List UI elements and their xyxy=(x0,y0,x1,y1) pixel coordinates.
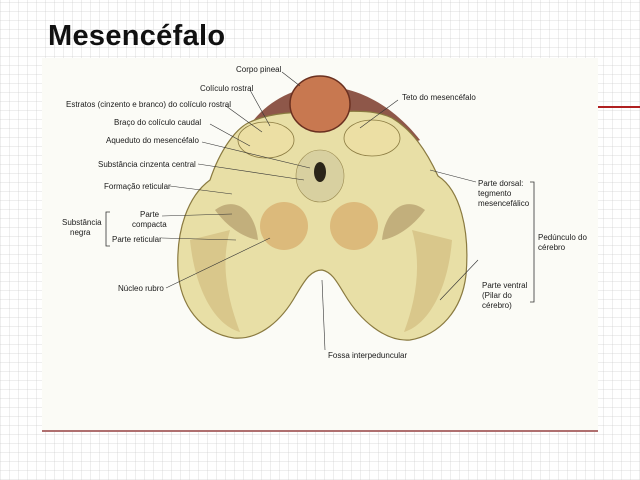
interpeduncular-fossa xyxy=(310,275,332,297)
label-parte-ventral-1: Parte ventral xyxy=(482,281,528,290)
label-parte-dorsal-2: tegmento xyxy=(478,189,512,198)
label-parte-compacta-1: Parte xyxy=(140,210,160,219)
leader-lines xyxy=(161,71,479,351)
right-peduncle-shade xyxy=(404,230,452,332)
label-parte-reticular: Parte reticular xyxy=(112,235,162,244)
label-fossa: Fossa interpeduncular xyxy=(328,351,407,360)
label-pedunculo-1: Pedúnculo do xyxy=(538,233,587,242)
label-braco-coliculo: Braço do colículo caudal xyxy=(114,118,201,127)
aqueduct xyxy=(314,162,326,182)
label-substancia-cinzenta: Substância cinzenta central xyxy=(98,160,196,169)
figure-bottom-rule xyxy=(42,430,598,432)
label-aqueduto: Aqueduto do mesencéfalo xyxy=(106,136,200,145)
label-nucleo-rubro: Núcleo rubro xyxy=(118,284,164,293)
label-parte-dorsal-1: Parte dorsal: xyxy=(478,179,523,188)
label-parte-ventral-3: cérebro) xyxy=(482,301,512,310)
label-coliculo-rostral: Colículo rostral xyxy=(200,84,254,93)
slide-title: Mesencéfalo xyxy=(48,20,226,52)
label-parte-compacta-2: compacta xyxy=(132,220,167,229)
label-substancia-negra-2: negra xyxy=(70,228,91,237)
red-nucleus-left xyxy=(260,202,308,250)
red-nucleus-right xyxy=(330,202,378,250)
label-pedunculo-2: cérebro xyxy=(538,243,566,252)
label-formacao-reticular: Formação reticular xyxy=(104,182,171,191)
label-substancia-negra-1: Substância xyxy=(62,218,102,227)
label-teto: Teto do mesencéfalo xyxy=(402,93,476,102)
tectum-band xyxy=(238,86,420,152)
label-corpo-pineal: Corpo pineal xyxy=(236,65,282,74)
bracket-pedunculo xyxy=(530,181,535,303)
bracket-substantia-negra xyxy=(105,211,110,247)
label-parte-ventral-2: (Pilar do xyxy=(482,291,512,300)
left-colliculus xyxy=(237,121,295,159)
right-colliculus xyxy=(343,119,401,157)
accent-line xyxy=(598,106,640,108)
label-estratos: Estratos (cinzento e branco) do colículo… xyxy=(66,100,231,109)
substantia-nigra-right xyxy=(382,204,425,240)
pineal-body xyxy=(289,75,351,133)
midbrain-body xyxy=(177,110,468,341)
left-peduncle-shade xyxy=(190,230,240,332)
label-parte-dorsal-3: mesencefálico xyxy=(478,199,530,208)
substantia-nigra-left xyxy=(215,204,258,240)
